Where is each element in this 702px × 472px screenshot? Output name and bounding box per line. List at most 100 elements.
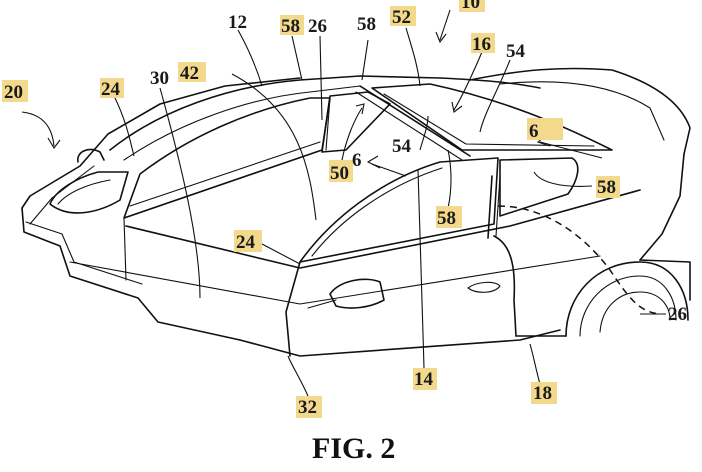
- ref-14: 14: [414, 369, 434, 390]
- leader-58c: [447, 149, 452, 209]
- rear-window: [123, 97, 331, 219]
- beltline: [125, 189, 641, 269]
- ref-58b: 58: [357, 14, 376, 35]
- leader-24a: [113, 95, 135, 157]
- leader-26a: [319, 35, 323, 121]
- leader-lines: [21, 9, 666, 397]
- leader-32: [287, 355, 309, 397]
- leader-54a: [479, 59, 511, 133]
- ref-42: 42: [180, 63, 199, 84]
- highlight-32: [296, 396, 322, 418]
- arrow-head-6b: [366, 155, 381, 169]
- rear-bumper-line: [25, 221, 143, 285]
- leader-52: [405, 27, 421, 87]
- ref-54b: 54: [392, 136, 412, 157]
- rear-door-outline: [493, 235, 517, 337]
- rocker-panel: [239, 329, 561, 357]
- far-side-window: [321, 91, 391, 153]
- ref-52: 52: [392, 7, 411, 28]
- ref-20: 20: [4, 82, 23, 103]
- arrow-head-20: [47, 137, 61, 149]
- mirror-stem: [307, 299, 337, 309]
- highlight-20: [2, 80, 28, 102]
- ref-10: 10: [461, 0, 480, 13]
- front-wheel-arch: [565, 261, 689, 337]
- leader-58d: [533, 171, 593, 187]
- label-highlights: [2, 0, 620, 418]
- leader-42: [231, 73, 317, 221]
- ref-32: 32: [298, 397, 317, 418]
- front-tire: [599, 291, 671, 333]
- leader-18: [529, 343, 541, 385]
- rear-deck-outline: [21, 77, 301, 209]
- side-mirror: [329, 278, 385, 309]
- leader-16: [453, 51, 483, 111]
- windshield: [371, 83, 613, 151]
- ref-30: 30: [150, 68, 169, 89]
- highlight-52: [390, 6, 416, 26]
- front-door: [285, 261, 301, 357]
- taillight-inner: [57, 179, 111, 205]
- highlight-58c: [436, 206, 462, 228]
- front-bumper: [639, 259, 691, 301]
- leader-58a: [291, 35, 303, 81]
- arrow-head-50: [355, 103, 365, 115]
- body-crease: [69, 255, 601, 305]
- roof-inner-line: [123, 85, 361, 161]
- highlight-50: [329, 160, 353, 182]
- ref-50: 50: [330, 163, 349, 184]
- rear-deck-edge: [29, 165, 95, 225]
- front-door-window: [299, 157, 499, 263]
- ref-24a: 24: [101, 79, 121, 100]
- ref-54a: 54: [506, 41, 526, 62]
- ref-6a: 6: [529, 121, 539, 142]
- highlight-42: [178, 62, 206, 82]
- leader-10: [439, 9, 451, 41]
- c-pillar-interior: [325, 97, 331, 151]
- leader-6a: [539, 141, 603, 159]
- rear-bumper: [21, 207, 241, 341]
- highlight-58d: [596, 176, 620, 198]
- ref-24b: 24: [236, 232, 256, 253]
- ref-26b: 26: [668, 304, 687, 325]
- leader-30: [159, 87, 201, 299]
- rear-window-sill: [129, 141, 321, 207]
- highlight-58a: [280, 15, 304, 35]
- highlight-16: [471, 33, 495, 53]
- arrow-head-16: [451, 101, 463, 113]
- interior-rail: [123, 217, 127, 281]
- highlight-10: [459, 0, 485, 12]
- reference-numerals: 10 12 58 26 58 52 16 54 20 24 30 42 6 54…: [4, 0, 687, 418]
- ref-12: 12: [228, 12, 247, 33]
- front-door-window-inner: [311, 167, 443, 257]
- hood-outline: [469, 67, 691, 155]
- ref-6b: 6: [352, 150, 362, 171]
- arrow-head-10: [435, 31, 447, 44]
- highlight-18: [531, 382, 557, 404]
- rear-door-window: [499, 157, 579, 217]
- front-fender: [639, 153, 685, 261]
- ref-58a: 58: [281, 16, 300, 37]
- ref-26a: 26: [308, 16, 327, 37]
- leader-20: [21, 111, 55, 147]
- hood-crease: [499, 81, 665, 141]
- rear-deck-bump: [77, 148, 105, 163]
- ref-16: 16: [472, 34, 491, 55]
- front-wheel-arch-inner: [579, 275, 677, 337]
- leader-58b: [361, 39, 369, 81]
- figure-caption: FIG. 2: [312, 432, 395, 465]
- highlight-24a: [100, 78, 124, 98]
- roof-outline: [109, 75, 541, 151]
- leader-6b: [371, 163, 407, 177]
- leader-12: [237, 29, 263, 87]
- roof-rail: [355, 91, 463, 161]
- highlight-24b: [234, 230, 262, 252]
- door-handle: [467, 281, 501, 293]
- leader-14: [417, 169, 425, 369]
- leader-50: [341, 107, 363, 161]
- hidden-structure-26: [497, 205, 661, 315]
- taillight: [49, 171, 129, 214]
- ref-58d: 58: [597, 177, 616, 198]
